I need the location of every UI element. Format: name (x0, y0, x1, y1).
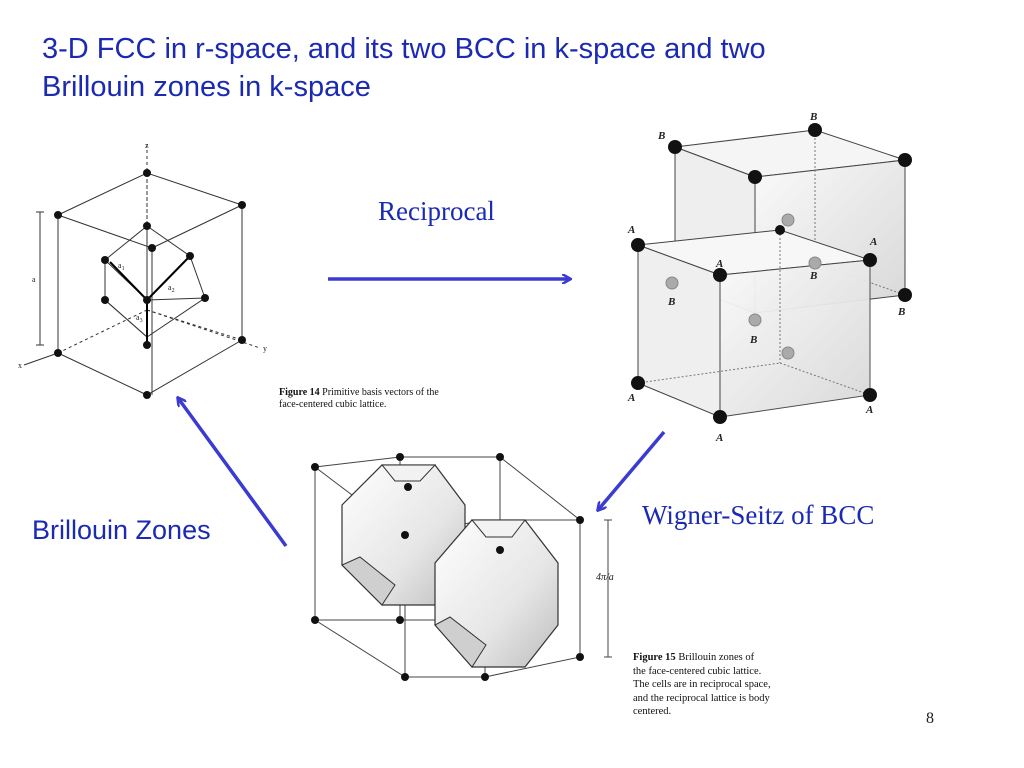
bcc-label-a2: A (715, 258, 723, 270)
figure14-caption: Figure 14 Primitive basis vectors of the… (279, 387, 454, 411)
page-number: 8 (926, 710, 934, 727)
bcc-label-b1: B (657, 130, 665, 142)
vector-a3-label: a3 (136, 313, 143, 324)
fcc-lattice-figure: z y x a a1 a2 a3 (18, 141, 267, 399)
slide-title: 3-D FCC in r-space, and its two BCC in k… (42, 30, 942, 106)
bcc-label-a5: A (715, 432, 723, 444)
bcc-lattices-figure: B B B B B B A A A A A A (627, 111, 912, 444)
axis-y-label: y (263, 344, 267, 353)
bcc-label-b3: B (897, 306, 905, 318)
figure14-text-line1: Primitive basis vectors of the (322, 387, 439, 398)
title-line-2: Brillouin zones in k-space (42, 71, 371, 103)
figure15-text-line4: and the reciprocal lattice is body (633, 692, 770, 704)
bcc-label-a6: A (865, 404, 873, 416)
figure15-dimension-label: 4π/a (596, 572, 614, 583)
arrow-brillouin (178, 398, 288, 548)
vector-a1-label: a1 (118, 261, 125, 272)
bcc-label-a3: A (869, 236, 877, 248)
bcc-label-b5: B (809, 270, 817, 282)
reciprocal-label: Reciprocal (378, 196, 495, 226)
bcc-label-a4: A (627, 392, 635, 404)
vector-a2-label: a2 (168, 283, 175, 294)
brillouin-zones-label: Brillouin Zones (32, 515, 211, 545)
figure14-text-line2: face-centered cubic lattice. (279, 399, 387, 410)
brillouin-zones-figure: 4π/a (311, 453, 614, 681)
figure14-number: Figure 14 (279, 387, 320, 398)
bcc-label-b4: B (667, 296, 675, 308)
figure15-caption: Figure 15 Brillouin zones of the face-ce… (633, 651, 823, 719)
title-line-1: 3-D FCC in r-space, and its two BCC in k… (42, 33, 766, 65)
arrow-wigner-seitz (598, 430, 666, 510)
axis-x-label: x (18, 361, 22, 370)
figure15-text-line1: Brillouin zones of (678, 652, 755, 663)
bcc-label-b6: B (749, 334, 757, 346)
bcc-label-a1: A (627, 224, 635, 236)
bcc-label-b2: B (809, 111, 817, 123)
figure15-text-line5: centered. (633, 706, 672, 717)
axis-z-label: z (145, 141, 149, 150)
wigner-seitz-label: Wigner-Seitz of BCC (642, 500, 875, 530)
figure15-text-line2: the face-centered cubic lattice. (633, 665, 762, 677)
dimension-a-label: a (32, 275, 36, 284)
figure15-text-line3: The cells are in reciprocal space, (633, 679, 771, 690)
figure15-number: Figure 15 (633, 652, 676, 663)
